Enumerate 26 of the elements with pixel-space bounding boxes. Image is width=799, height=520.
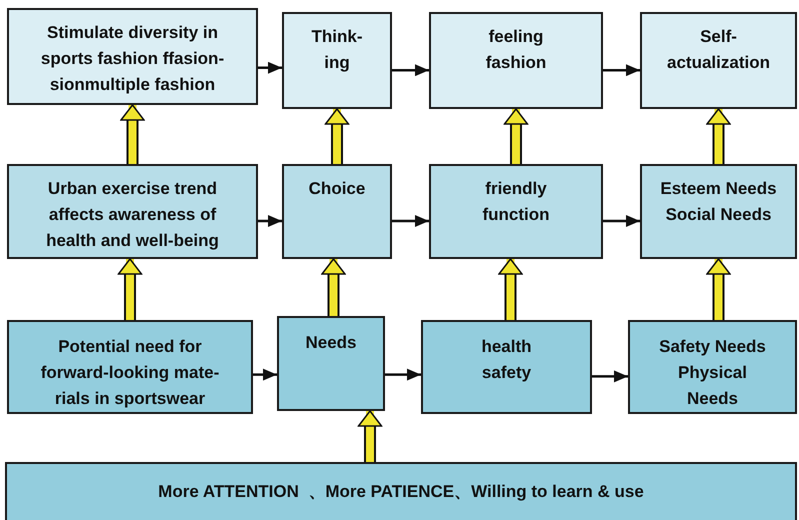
process-box [640,12,797,109]
process-box [429,12,603,109]
process-box [277,316,385,411]
process-box [5,462,797,520]
process-box [628,320,797,414]
box-text: Stimulate diversity in sports fashion ffasion- sionmultiple fashion [40,22,226,96]
process-box [640,164,797,259]
process-box [282,164,392,259]
process-box [7,8,258,105]
box-text: health safety [480,336,533,384]
process-box [429,164,603,259]
box-text: feeling fashion [484,26,548,74]
process-box [7,320,253,414]
box-text: Needs [304,332,358,354]
box-text: Think- ing [310,26,364,74]
box-text: Self- actualization [666,26,771,74]
process-box [421,320,592,414]
box-text: Choice [308,178,366,200]
box-text: friendly function [481,178,551,226]
box-text: More ATTENTION 、More PATIENCE、Willing to learn & use [157,481,645,503]
process-box [282,12,392,109]
box-text: Safety Needs Physical Needs [658,336,767,410]
box-text: Esteem Needs Social Needs [659,178,778,226]
box-text: Potential need for forward-looking mate- rials in sportswear [40,336,220,410]
box-text: Urban exercise trend affects awareness of health and well-being [45,178,220,252]
process-box [7,164,258,259]
